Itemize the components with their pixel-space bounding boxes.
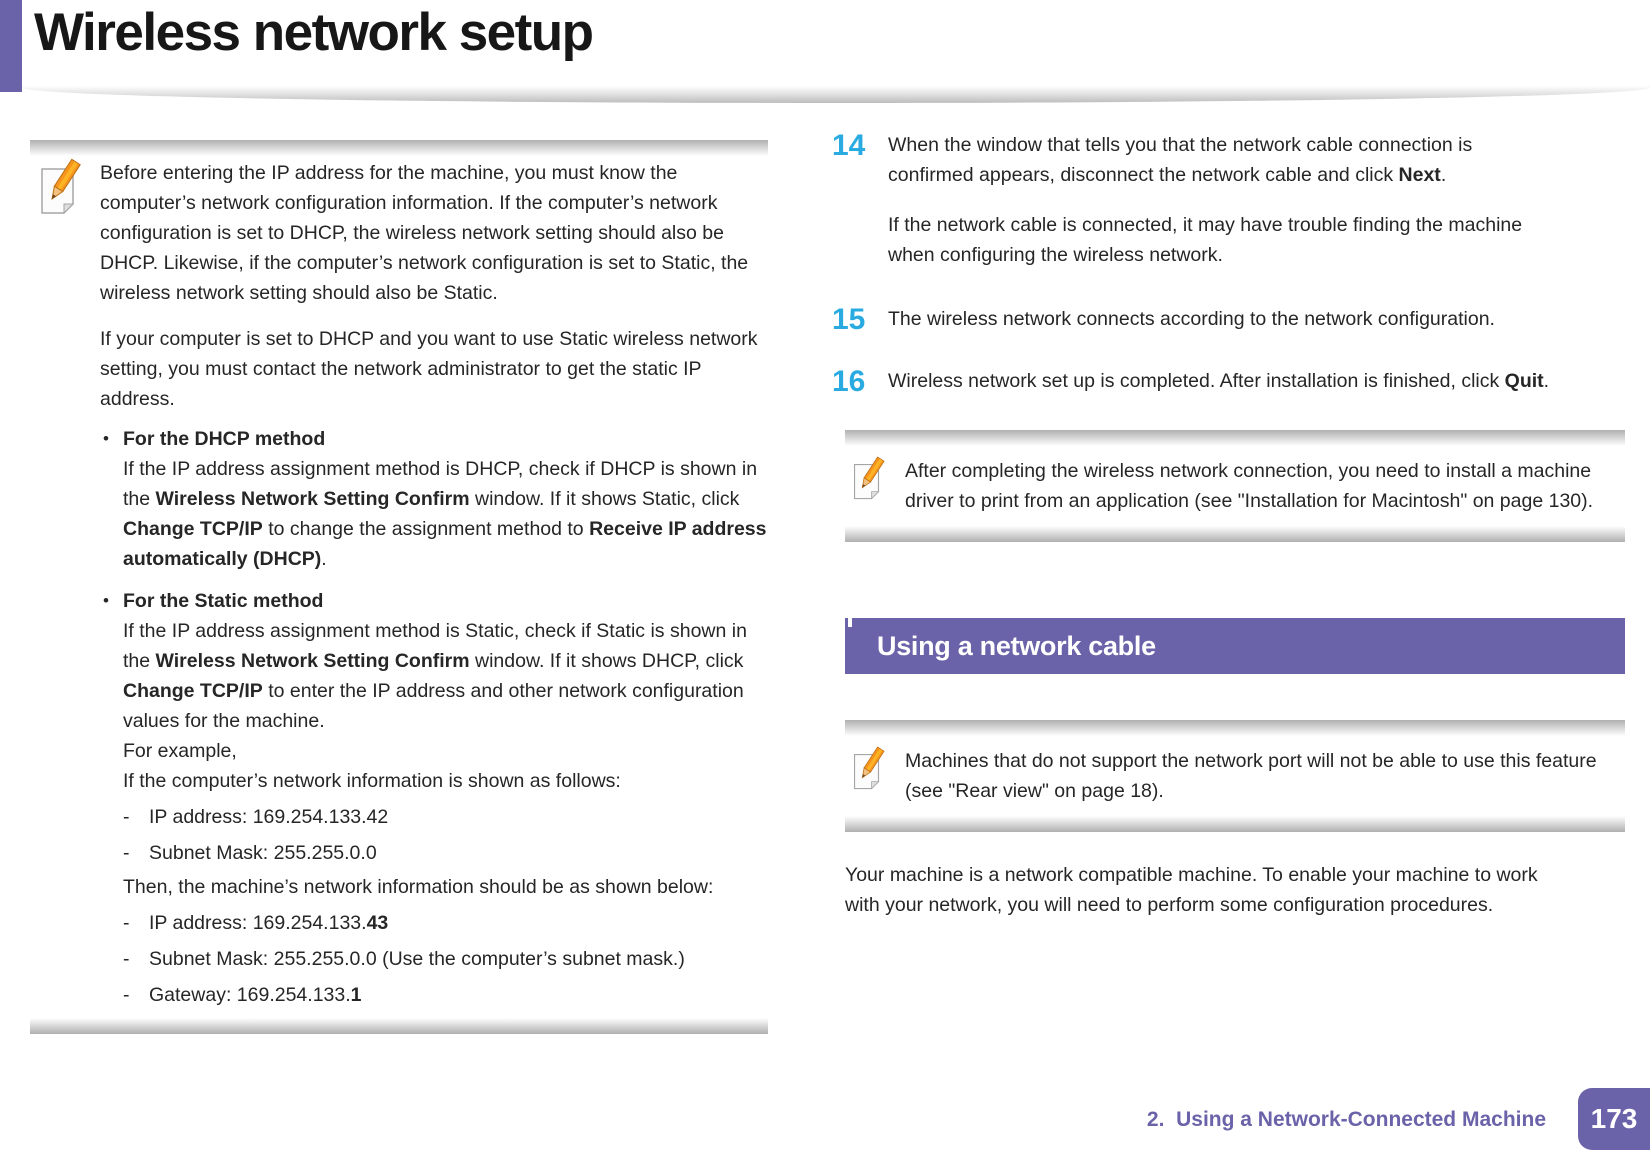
note-top-rule [845, 430, 1625, 446]
section-title: Using a network cable [877, 631, 1156, 661]
bullet-content: For the Static method If the IP address … [123, 586, 768, 736]
section-header-notch [848, 618, 852, 627]
note-box-ip-configuration: Before entering the IP address for the m… [30, 140, 768, 1034]
step-body: When the window that tells you that the … [878, 130, 1558, 270]
note-box-network-port: Machines that do not support the network… [845, 720, 1625, 832]
dash-item-machine-gateway: - Gateway: 169.254.133.1 [123, 980, 768, 1010]
bullet-static-method: • For the Static method If the IP addres… [100, 586, 768, 736]
dash-item-text: Gateway: 169.254.133.1 [149, 984, 362, 1006]
dash-marker: - [123, 984, 130, 1006]
step-subtext: If the network cable is connected, it ma… [888, 214, 1523, 266]
example-intro: For example, [123, 740, 237, 762]
note-body: After completing the wireless network co… [845, 446, 1625, 526]
step-16: 16 Wireless network set up is completed.… [832, 366, 1625, 398]
note-content: After completing the wireless network co… [905, 456, 1625, 516]
footer-chapter-label: 2. Using a Network-Connected Machine [1146, 1108, 1546, 1131]
header-shadow-divider [22, 86, 1650, 103]
left-column: Before entering the IP address for the m… [30, 140, 768, 1034]
note-bottom-rule [30, 1018, 768, 1034]
bullet-content: For the DHCP method If the IP address as… [123, 424, 768, 574]
page-number-badge: 173 [1578, 1088, 1650, 1150]
pencil-note-icon [853, 746, 887, 791]
step-number: 16 [832, 365, 866, 398]
bullet-dhcp-method: • For the DHCP method If the IP address … [100, 424, 768, 574]
note-content: Machines that do not support the network… [905, 746, 1625, 806]
note-content: Before entering the IP address for the m… [100, 158, 768, 1010]
note-body: Before entering the IP address for the m… [30, 156, 768, 1018]
step-body: The wireless network connects according … [878, 304, 1558, 334]
bullet-body-text: If the IP address assignment method is D… [123, 458, 767, 570]
note-box-driver-install: After completing the wireless network co… [845, 430, 1625, 542]
note-top-rule [845, 720, 1625, 736]
right-column: 14 When the window that tells you that t… [832, 130, 1625, 920]
step-text: Wireless network set up is completed. Af… [888, 370, 1550, 392]
dash-marker: - [123, 912, 130, 934]
dash-item-computer-subnet: - Subnet Mask: 255.255.0.0 [123, 838, 768, 868]
example-computer-intro: If the computer’s network information is… [123, 770, 621, 792]
example-machine-intro: Then, the machine’s network information … [123, 876, 714, 898]
step-text: The wireless network connects according … [888, 308, 1495, 330]
step-number: 15 [832, 303, 866, 336]
step-text: When the window that tells you that the … [888, 134, 1473, 186]
note-bottom-rule [845, 526, 1625, 542]
note-paragraph: Machines that do not support the network… [905, 750, 1597, 802]
bullet-heading: For the Static method [123, 590, 324, 612]
page-title: Wireless network setup [34, 3, 594, 62]
bullet-heading: For the DHCP method [123, 428, 326, 450]
dash-item-text: Subnet Mask: 255.255.0.0 [149, 842, 377, 864]
dash-item-text: IP address: 169.254.133.42 [149, 806, 389, 828]
note-body: Machines that do not support the network… [845, 736, 1625, 816]
bullet-marker: • [103, 591, 109, 610]
note-bottom-rule [845, 816, 1625, 832]
pencil-note-icon [853, 456, 887, 501]
dash-marker: - [123, 806, 130, 828]
closing-paragraph: Your machine is a network compatible mac… [845, 860, 1565, 920]
bullet-body-text: If the IP address assignment method is S… [123, 620, 747, 732]
note-top-rule [30, 140, 768, 156]
dash-item-text: Subnet Mask: 255.255.0.0 (Use the comput… [149, 948, 685, 970]
dash-item-computer-ip: - IP address: 169.254.133.42 [123, 802, 768, 832]
step-body: Wireless network set up is completed. Af… [878, 366, 1558, 396]
pencil-note-icon [40, 158, 84, 216]
example-block: For example, If the computer’s network i… [123, 736, 768, 1010]
dash-marker: - [123, 842, 130, 864]
section-header-using-network-cable: Using a network cable [845, 618, 1625, 674]
step-15: 15 The wireless network connects accordi… [832, 304, 1625, 336]
note-paragraph: If your computer is set to DHCP and you … [100, 328, 758, 410]
step-14: 14 When the window that tells you that t… [832, 130, 1625, 270]
note-paragraph: Before entering the IP address for the m… [100, 162, 749, 304]
dash-marker: - [123, 948, 130, 970]
dash-item-machine-ip: - IP address: 169.254.133.43 [123, 908, 768, 938]
step-number: 14 [832, 129, 866, 162]
header-accent-bar [0, 0, 22, 92]
dash-item-machine-subnet: - Subnet Mask: 255.255.0.0 (Use the comp… [123, 944, 768, 974]
closing-text: Your machine is a network compatible mac… [845, 864, 1538, 916]
bullet-marker: • [103, 429, 109, 448]
note-paragraph: After completing the wireless network co… [905, 460, 1594, 512]
dash-item-text: IP address: 169.254.133.43 [149, 912, 389, 934]
